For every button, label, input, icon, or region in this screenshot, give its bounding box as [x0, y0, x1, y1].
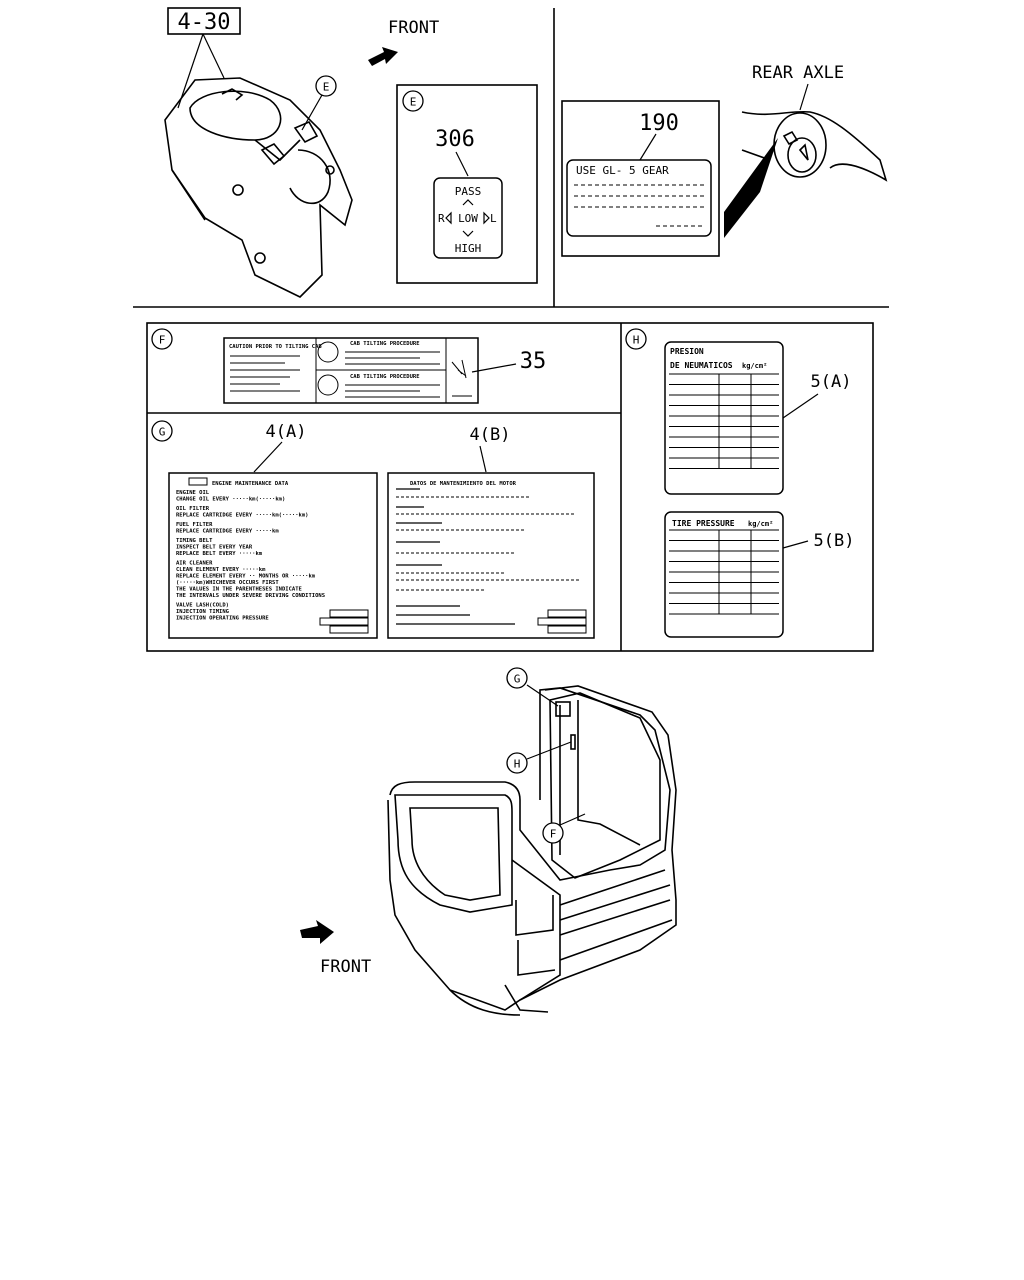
frame-lines: [133, 8, 889, 652]
svg-text:4-30: 4-30: [178, 10, 231, 35]
svg-text:ENGINE MAINTENANCE DATA: ENGINE MAINTENANCE DATA: [212, 481, 289, 487]
part-number-306: 306: [435, 127, 475, 152]
svg-text:G: G: [514, 673, 521, 686]
svg-text:REAR AXLE: REAR AXLE: [752, 63, 844, 83]
svg-text:kg/cm²: kg/cm²: [742, 362, 767, 370]
part-number-35: 35: [520, 349, 547, 374]
svg-text:L: L: [490, 212, 497, 225]
panel-gear-label: 190 USE GL- 5 GEAR: [561, 100, 720, 257]
engine-data-line: THE INTERVALS UNDER SEVERE DRIVING CONDI…: [176, 593, 325, 599]
svg-text:DE NEUMATICOS: DE NEUMATICOS: [670, 361, 733, 370]
engine-data-line: CHANGE OIL EVERY ·····km(·····km): [176, 497, 285, 503]
front-arrow-top: FRONT: [368, 18, 439, 66]
callout-f-bottom: F: [542, 813, 586, 844]
engine-data-line: THE VALUES IN THE PARENTHESES INDICATE: [176, 587, 302, 593]
svg-text:FRONT: FRONT: [320, 957, 371, 977]
svg-text:LOW: LOW: [458, 212, 478, 225]
panel-f: F CAUTION PRIOR TO TILTING CAB CAB TILTI…: [151, 328, 547, 404]
engine-data-line: REPLACE CARTRIDGE EVERY ·····km: [176, 529, 279, 535]
callout-e-outer: E: [301, 75, 337, 131]
engine-data-line: VALVE LASH(COLD): [176, 603, 229, 609]
svg-text:TIRE PRESSURE: TIRE PRESSURE: [672, 519, 735, 528]
svg-text:E: E: [323, 81, 330, 94]
engine-data-line: REPLACE BELT EVERY ·····km: [176, 551, 263, 557]
tire-table-b: [669, 529, 779, 615]
callout-g-bottom: G: [506, 667, 559, 707]
panel-e: E 306 PASS R LOW L HIGH: [396, 84, 538, 284]
engine-data-line: ENGINE OIL: [176, 490, 210, 496]
cab-drawing: [387, 685, 677, 1016]
engine-data-line: REPLACE CARTRIDGE EVERY ·····km(·····km): [176, 513, 308, 519]
part-number-4b: 4(B): [470, 425, 511, 445]
part-number-5b: 5(B): [814, 531, 855, 551]
engine-data-line: CLEAN ELEMENT EVERY ·····km: [176, 567, 266, 573]
svg-text:R: R: [438, 212, 445, 225]
tire-table-a: [669, 373, 779, 469]
svg-text:H: H: [633, 334, 640, 347]
engine-data-line: TIMING BELT: [176, 538, 213, 544]
ref-box-4-30: 4-30: [167, 7, 241, 109]
svg-text:E: E: [410, 96, 417, 109]
selector-assembly-drawing: [164, 77, 353, 298]
engine-data-line: INJECTION OPERATING PRESSURE: [176, 616, 269, 622]
svg-text:G: G: [159, 426, 166, 439]
svg-text:FRONT: FRONT: [388, 18, 439, 38]
engine-data-line: OIL FILTER: [176, 506, 210, 512]
engine-data-line: (·····km)WHICHEVER OCCURS FIRST: [176, 580, 279, 586]
svg-text:H: H: [514, 758, 521, 771]
svg-text:PASS: PASS: [455, 185, 482, 198]
svg-text:HIGH: HIGH: [455, 242, 482, 255]
panel-h: H PRESION DE NEUMATICOS kg/cm² 5(A) TIRE…: [625, 328, 855, 638]
svg-text:CAUTION PRIOR TO TILTING CAB: CAUTION PRIOR TO TILTING CAB: [229, 344, 322, 350]
svg-text:F: F: [159, 334, 166, 347]
engine-data-line: INJECTION TIMING: [176, 609, 230, 615]
engine-data-line: INSPECT BELT EVERY YEAR: [176, 545, 253, 551]
svg-text:CAB TILTING PROCEDURE: CAB TILTING PROCEDURE: [350, 374, 420, 380]
panel-g: G 4(A) 4(B) ENGINE MAINTENANCE DATA ENGI…: [151, 420, 595, 639]
svg-text:CAB TILTING PROCEDURE: CAB TILTING PROCEDURE: [350, 341, 420, 347]
part-number-4a: 4(A): [266, 422, 307, 442]
rear-axle-drawing: REAR AXLE: [724, 63, 888, 238]
svg-text:PRESION: PRESION: [670, 347, 704, 356]
svg-text:F: F: [550, 828, 557, 841]
callout-h-bottom: H: [506, 741, 572, 774]
engine-data-line: REPLACE ELEMENT EVERY ·· MONTHS OR ·····…: [176, 574, 316, 580]
svg-text:DATOS DE MANTENIMIENTO DEL MOT: DATOS DE MANTENIMIENTO DEL MOTOR: [410, 481, 517, 487]
svg-text:kg/cm²: kg/cm²: [748, 520, 773, 528]
engine-data-line: FUEL FILTER: [176, 522, 213, 528]
engine-data-line: AIR CLEANER: [176, 561, 213, 567]
svg-text:USE GL- 5 GEAR: USE GL- 5 GEAR: [576, 164, 669, 177]
front-arrow-bottom: FRONT: [300, 920, 371, 977]
part-number-190: 190: [639, 111, 679, 136]
part-number-5a: 5(A): [811, 372, 852, 392]
